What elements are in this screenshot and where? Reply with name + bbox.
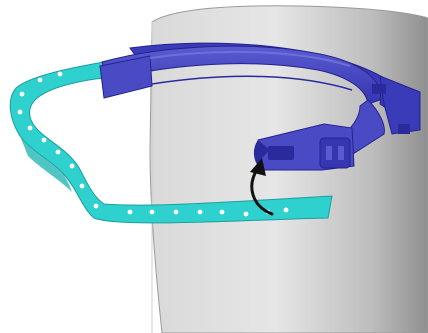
strap-hole (56, 150, 61, 155)
strap-hole (284, 208, 289, 213)
strap-hole (174, 210, 179, 215)
strap-hole (198, 210, 203, 215)
strap-hole (18, 110, 23, 115)
strap-hole (38, 78, 43, 83)
strap-hole (20, 92, 25, 97)
strap-hole (58, 72, 63, 77)
strap-hole (80, 184, 85, 189)
strap-hole (42, 138, 47, 143)
strap-hole (150, 210, 155, 215)
strap-hole (70, 164, 75, 169)
strap-hole (28, 126, 33, 131)
strap-hole (128, 210, 133, 215)
strap-hole (220, 210, 225, 215)
strap-hole (94, 204, 99, 209)
strap-hole (244, 212, 249, 217)
